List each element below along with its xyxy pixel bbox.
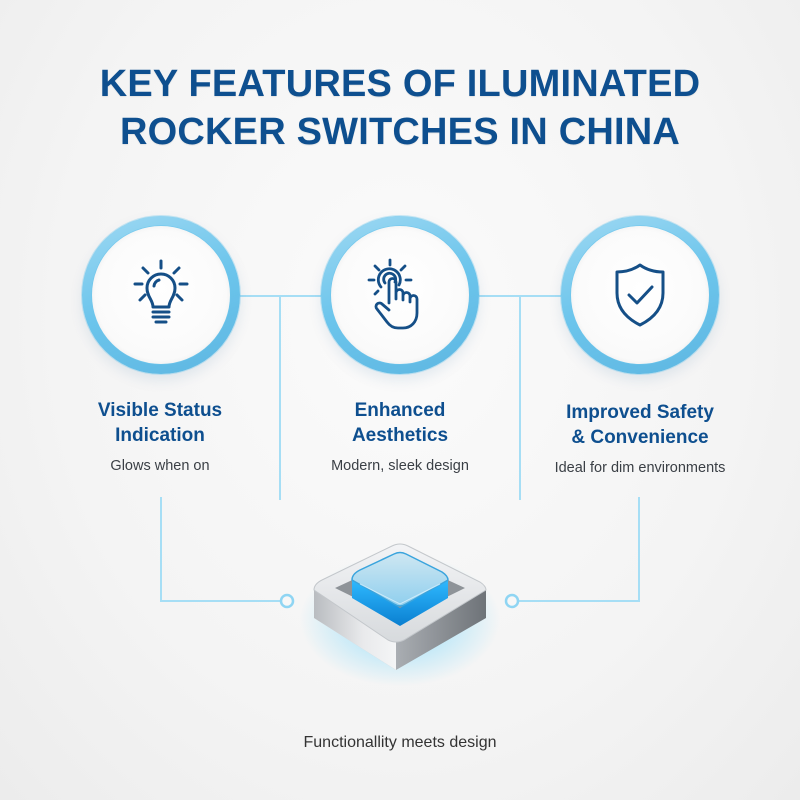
shield-check-icon (615, 263, 665, 327)
feature-circle-aesthetics (321, 216, 479, 374)
tagline: Functionallity meets design (303, 734, 497, 751)
feature-title: Enhanced Aesthetics (351, 400, 449, 446)
connector-node-right (504, 593, 520, 609)
feature-circle-safety (561, 216, 719, 374)
feature-safety-convenience: Improved Safety & Convenience Ideal for … (520, 400, 760, 478)
feature-status-indication: Visible Status Indication Glows when on (40, 398, 280, 476)
touch-hand-icon (367, 258, 419, 330)
feature-title: Improved Safety & Convenience (566, 402, 714, 448)
feature-title: Visible Status Indication (97, 400, 223, 446)
title-line-1: KEY FEATURES OF ILUMINATED (99, 63, 701, 105)
title-line-2: ROCKER SWITCHES IN CHINA (119, 111, 681, 153)
feature-enhanced-aesthetics: Enhanced Aesthetics Modern, sleek design (280, 398, 520, 476)
illuminated-switch-icon (300, 543, 500, 686)
feature-description: Glows when on (110, 458, 210, 474)
feature-circle-status (82, 216, 240, 374)
lightbulb-icon (133, 259, 189, 324)
page-title: KEY FEATURES OF ILUMINATED ROCKER SWITCH… (0, 60, 800, 156)
feature-description: Ideal for dim environments (554, 460, 726, 476)
feature-description: Modern, sleek design (331, 458, 469, 474)
connector-node-left (279, 593, 295, 609)
